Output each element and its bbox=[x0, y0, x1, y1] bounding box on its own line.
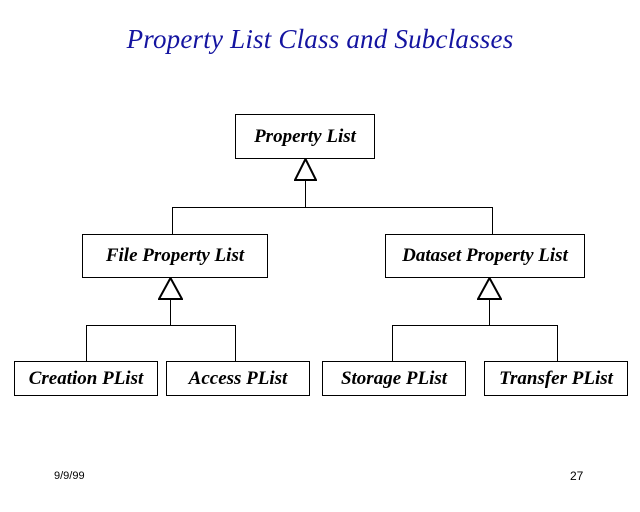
footer-date: 9/9/99 bbox=[54, 470, 85, 482]
class-box-file-property-list[interactable]: File Property List bbox=[82, 234, 268, 278]
class-box-property-list[interactable]: Property List bbox=[235, 114, 375, 159]
class-box-creation-plist[interactable]: Creation PList bbox=[14, 361, 158, 396]
connector-drop-storage-plist bbox=[392, 325, 393, 362]
connector-drop-access-plist bbox=[235, 325, 236, 362]
connector-drop-transfer-plist bbox=[557, 325, 558, 362]
connector-file-bus bbox=[86, 325, 236, 326]
connector-drop-file-property-list bbox=[172, 207, 173, 235]
connector-drop-creation-plist bbox=[86, 325, 87, 362]
connector-root-stem bbox=[305, 180, 306, 208]
class-box-access-plist[interactable]: Access PList bbox=[166, 361, 310, 396]
connector-dataset-stem bbox=[489, 299, 490, 326]
footer-page-number: 27 bbox=[570, 469, 584, 483]
class-box-dataset-property-list[interactable]: Dataset Property List bbox=[385, 234, 585, 278]
class-box-storage-plist[interactable]: Storage PList bbox=[322, 361, 466, 396]
connector-drop-dataset-property-list bbox=[492, 207, 493, 235]
generalization-triangle-icon bbox=[477, 277, 502, 300]
connector-file-stem bbox=[170, 299, 171, 326]
connector-root-bus bbox=[172, 207, 493, 208]
generalization-triangle-icon bbox=[158, 277, 183, 300]
generalization-triangle-icon bbox=[294, 158, 317, 181]
connector-dataset-bus bbox=[392, 325, 558, 326]
page-title: Property List Class and Subclasses bbox=[126, 24, 514, 54]
class-box-transfer-plist[interactable]: Transfer PList bbox=[484, 361, 628, 396]
